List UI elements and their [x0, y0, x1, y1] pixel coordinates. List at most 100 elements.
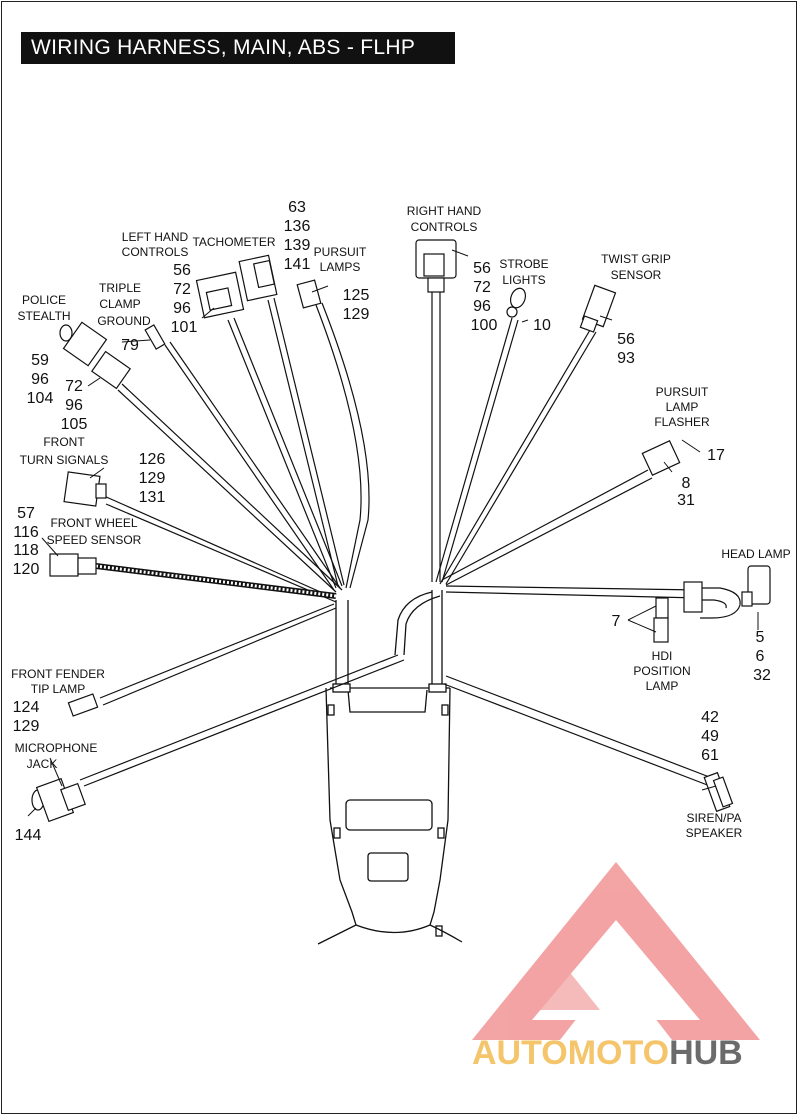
svg-text:6: 6: [756, 648, 765, 665]
watermark-logo: [472, 862, 760, 1040]
microphone-jack-connector: [31, 777, 86, 823]
siren-pa-speaker-connector: [703, 771, 734, 813]
svg-text:93: 93: [617, 350, 635, 367]
watermark-text-part2: HUB: [669, 1034, 743, 1072]
pursuit-lamp-flasher-connector: [641, 439, 681, 477]
label-tachometer: TACHOMETER: [192, 235, 275, 249]
svg-text:120: 120: [13, 561, 40, 578]
callout-pursuit-lamps: 125: [343, 287, 370, 304]
left-bundle-wires: [99, 297, 370, 706]
label-head-lamp: HEAD LAMP: [721, 547, 790, 561]
svg-text:131: 131: [139, 489, 166, 506]
svg-text:CONTROLS: CONTROLS: [411, 220, 478, 234]
svg-text:49: 49: [701, 728, 719, 745]
label-pursuit-lamp-flasher: PURSUIT: [656, 385, 709, 399]
front-turn-signals-connector: [63, 471, 107, 507]
label-strobe-lights: STROBE: [499, 257, 548, 271]
callout-pursuit-lamp-flasher-a: 17: [707, 447, 725, 464]
svg-text:101: 101: [171, 319, 198, 336]
callout-strobe-lights: 10: [533, 317, 551, 334]
svg-text:CONTROLS: CONTROLS: [122, 245, 189, 259]
label-hdi-position-lamp: HDI: [652, 649, 673, 663]
svg-text:129: 129: [343, 306, 370, 323]
svg-text:116: 116: [13, 524, 39, 541]
hdi-position-lamp-connector: [653, 597, 669, 643]
svg-text:LAMPS: LAMPS: [320, 260, 361, 274]
svg-text:96: 96: [473, 298, 491, 315]
svg-text:SPEED SENSOR: SPEED SENSOR: [47, 533, 142, 547]
pursuit-lamps-connector: [296, 279, 322, 309]
front-fender-tip-lamp-connector: [67, 693, 99, 717]
svg-text:96: 96: [31, 371, 49, 388]
police-stealth-connector: [59, 321, 132, 390]
svg-text:FLASHER: FLASHER: [654, 415, 710, 429]
label-pursuit-lamps: PURSUIT: [314, 245, 367, 259]
label-right-hand-controls: RIGHT HAND: [407, 204, 482, 218]
speed-sensor-connector: [49, 553, 97, 577]
head-lamp-connector: [741, 565, 771, 607]
callout-front-turn-signals: 126: [139, 451, 166, 468]
svg-text:LAMP: LAMP: [646, 679, 679, 693]
component-labels: POLICE STEALTH TRIPLE CLAMP GROUND LEFT …: [11, 204, 791, 840]
label-microphone-jack: MICROPHONE: [15, 741, 98, 755]
callout-right-hand-controls: 56: [473, 260, 491, 277]
callout-hdi-position-lamp: 7: [612, 613, 621, 630]
svg-text:AUTOMOTOHUB: AUTOMOTOHUB: [472, 1034, 743, 1072]
leader-lines: [27, 249, 759, 817]
callout-twist-grip-sensor: 56: [617, 331, 635, 348]
watermark-text: AUTOMOTOHUB: [472, 1034, 743, 1072]
svg-text:31: 31: [677, 492, 695, 509]
callout-front-fender-tip-lamp: 124: [13, 699, 40, 716]
svg-text:SPEAKER: SPEAKER: [686, 826, 743, 840]
speed-sensor-cable: [95, 563, 337, 599]
callout-police-stealth-b: 72: [65, 378, 83, 395]
right-bundle-wires: [79, 292, 741, 787]
callout-tachometer: 63: [288, 199, 306, 216]
svg-text:104: 104: [27, 390, 54, 407]
fairing-bracket: [317, 687, 463, 945]
callout-head-lamp: 5: [756, 629, 765, 646]
watermark-text-part1: AUTOMOTO: [472, 1034, 669, 1072]
label-front-wheel-speed-sensor: FRONT WHEEL: [50, 516, 137, 530]
svg-text:129: 129: [13, 718, 40, 735]
label-front-fender-tip-lamp: FRONT FENDER: [11, 667, 105, 681]
page-title: WIRING HARNESS, MAIN, ABS - FLHP: [21, 32, 455, 64]
svg-text:105: 105: [61, 416, 88, 433]
tachometer-connector: [238, 254, 278, 302]
svg-text:GROUND: GROUND: [97, 314, 151, 328]
svg-text:72: 72: [473, 279, 491, 296]
twist-grip-sensor-connector: [579, 284, 617, 333]
callout-front-wheel-speed-sensor: 57: [17, 505, 35, 522]
label-triple-clamp-ground: TRIPLE: [99, 281, 141, 295]
triple-clamp-ground-connector: [144, 324, 166, 350]
callout-microphone-jack: 144: [15, 827, 42, 844]
svg-text:100: 100: [471, 317, 498, 334]
svg-text:JACK: JACK: [27, 757, 58, 771]
label-front-turn-signals: FRONT: [43, 435, 85, 449]
svg-text:141: 141: [284, 256, 311, 273]
label-siren-pa-speaker: SIREN/PA: [686, 811, 741, 825]
svg-text:LIGHTS: LIGHTS: [502, 273, 545, 287]
left-hand-controls-connector: [195, 271, 245, 319]
callout-siren-pa-speaker: 42: [701, 709, 719, 726]
label-left-hand-controls: LEFT HAND: [122, 230, 189, 244]
svg-text:96: 96: [173, 300, 191, 317]
svg-text:72: 72: [173, 281, 191, 298]
svg-text:POSITION: POSITION: [633, 664, 690, 678]
svg-text:LAMP: LAMP: [666, 400, 699, 414]
svg-text:32: 32: [753, 667, 771, 684]
callout-triple-clamp-ground: 79: [121, 337, 139, 354]
svg-text:96: 96: [65, 397, 83, 414]
svg-text:CLAMP: CLAMP: [99, 297, 140, 311]
callout-numbers: 59 96 104 72 96 105 79 56 72 96 101 63 1…: [13, 199, 771, 844]
svg-text:118: 118: [13, 542, 39, 559]
svg-text:STEALTH: STEALTH: [17, 309, 70, 323]
svg-text:136: 136: [284, 218, 311, 235]
harness-trunks: [332, 590, 447, 693]
right-hand-controls-connector: [415, 239, 457, 293]
callout-left-hand-controls: 56: [173, 262, 191, 279]
svg-text:SENSOR: SENSOR: [611, 268, 662, 282]
svg-text:61: 61: [701, 747, 719, 764]
